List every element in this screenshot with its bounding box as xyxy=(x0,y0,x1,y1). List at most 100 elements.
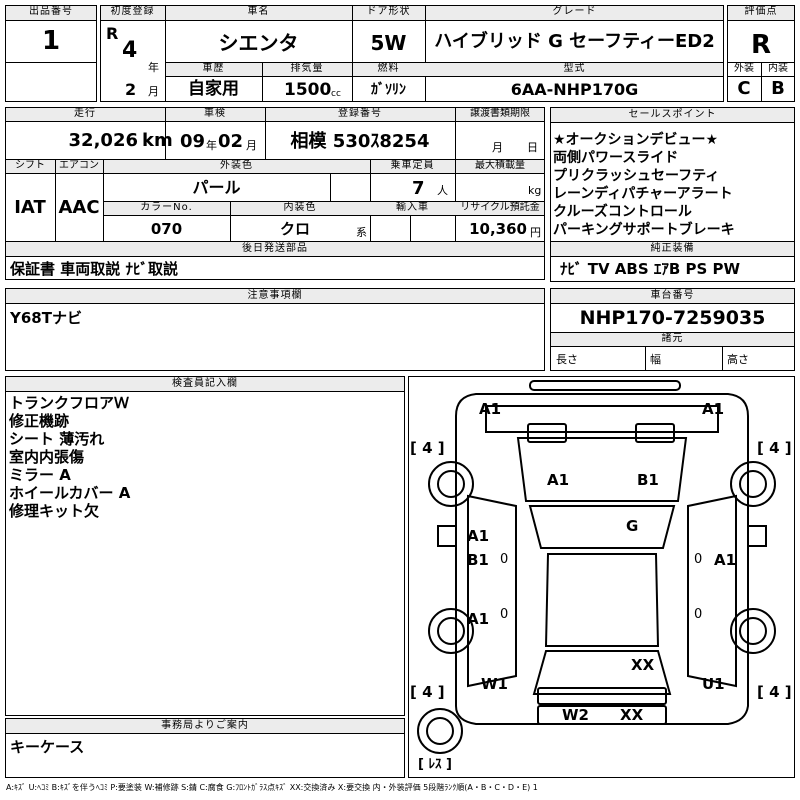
wheel-rl xyxy=(428,608,474,654)
interior-label: 内装 xyxy=(768,63,788,74)
plate-label: 登録番号 xyxy=(338,108,382,119)
spare-wheel xyxy=(417,708,463,754)
sales-point-item: 両側パワースライド xyxy=(553,150,679,166)
inspector-line: シート 薄汚れ xyxy=(9,430,105,448)
inspector-box xyxy=(5,376,405,716)
inspection-label: 車検 xyxy=(204,108,226,119)
rear-bumper-shape xyxy=(537,705,667,725)
color-no-label: カラーNo. xyxy=(140,202,193,213)
office-label: 事務局よりご案内 xyxy=(161,720,249,731)
import-label: 輸入車 xyxy=(396,202,429,213)
spare-tire: [ ﾚｽ ] xyxy=(418,757,452,772)
inspector-line: 修正機跡 xyxy=(9,412,70,430)
front-bumper-shape xyxy=(529,380,681,391)
sales-point-item: クルーズコントロール xyxy=(553,204,692,220)
shift-value: IAT xyxy=(14,197,46,218)
chassis-value: NHP170-7259035 xyxy=(579,307,766,329)
transfer-label: 譲渡書類期限 xyxy=(470,108,530,119)
tire-rear-right: [ 4 ] xyxy=(757,683,792,701)
vehicle-header-box xyxy=(100,5,724,102)
mark-front-left: A1 xyxy=(479,400,502,418)
mark-left-lower: A1 xyxy=(467,610,490,628)
ext-color-label: 外装色 xyxy=(220,160,253,171)
inspection-month-unit: 月 xyxy=(246,139,257,152)
genuine-value: ﾅﾋﾞ TV ABS ｴｱB PS PW xyxy=(560,260,741,278)
mark-rear-left: W1 xyxy=(481,675,508,693)
ext-color-value: パール xyxy=(192,178,241,197)
wheel-fr xyxy=(730,461,776,507)
windshield-shape xyxy=(528,505,676,549)
recycle-value: 10,360 xyxy=(469,220,527,238)
mileage-value: 32,026 xyxy=(68,130,138,151)
office-box xyxy=(5,718,405,778)
vehicle-info-box xyxy=(5,107,545,280)
tire-front-left: [ 4 ] xyxy=(410,439,445,457)
shift-label: シフト xyxy=(15,160,45,171)
score-label: 評価点 xyxy=(744,6,778,17)
followup-label: 後日発送部品 xyxy=(242,243,308,254)
aircon-value: AAC xyxy=(58,197,100,218)
inspection-year-unit: 年 xyxy=(206,139,217,152)
width-label: 幅 xyxy=(650,353,661,366)
year-value: 4 xyxy=(122,38,138,63)
mark-left-upper: A1 xyxy=(467,527,490,545)
recycle-unit: 円 xyxy=(530,226,541,239)
mark-bumper-right: XX xyxy=(620,706,644,724)
door-value: 5W xyxy=(370,31,407,55)
mark-bumper-left: W2 xyxy=(562,706,589,724)
mark-hood-left: A1 xyxy=(547,471,570,489)
mark-front-right: A1 xyxy=(702,400,725,418)
car-diagram-box xyxy=(408,376,795,778)
mark-hood-right: B1 xyxy=(637,471,659,489)
sales-point-label: セールスポイント xyxy=(628,109,717,120)
lot-number-label: 出品番号 xyxy=(29,6,73,17)
mark-rear-right: U1 xyxy=(702,675,725,693)
history-value: 自家用 xyxy=(188,79,239,99)
dims-label: 諸元 xyxy=(661,333,684,344)
chassis-label: 車台番号 xyxy=(650,290,695,301)
transfer-day-unit: 日 xyxy=(527,141,538,154)
history-label: 車歴 xyxy=(202,63,225,74)
exterior-value: C xyxy=(737,78,751,99)
followup-value: 保証書 車両取説 ﾅﾋﾞ取説 xyxy=(10,260,178,278)
mark-small: 0 xyxy=(694,552,703,567)
tire-front-right: [ 4 ] xyxy=(757,439,792,457)
interior-value: B xyxy=(771,78,785,99)
inspector-line: トランクフロアＷ xyxy=(9,394,130,412)
notes-value: Y68Tナビ xyxy=(10,309,82,327)
chassis-box xyxy=(550,288,795,371)
inspector-line: 修理キット欠 xyxy=(9,502,100,520)
mark-small: 0 xyxy=(694,607,703,622)
car-name-value: シエンタ xyxy=(218,31,299,55)
capacity-label: 乗車定員 xyxy=(390,160,435,171)
month-unit: 月 xyxy=(148,85,159,98)
fuel-label: 燃料 xyxy=(377,63,400,74)
displacement-unit: cc xyxy=(331,89,341,99)
fuel-value: ｶﾞｿﾘﾝ xyxy=(371,82,406,98)
capacity-value: 7 xyxy=(412,178,425,199)
capacity-unit: 人 xyxy=(437,184,448,197)
wheel-rr xyxy=(730,608,776,654)
inspector-line: ミラー A xyxy=(9,466,71,484)
mark-small: 0 xyxy=(500,607,509,622)
lot-number-box xyxy=(5,5,97,102)
genuine-label: 純正装備 xyxy=(650,243,695,254)
length-label: 長さ xyxy=(556,353,578,366)
grade-label: グレード xyxy=(552,6,597,17)
plate-value: 相模 530ｽ8254 xyxy=(290,131,430,152)
inspector-line: ホイールカバー A xyxy=(9,484,131,502)
roof-shape xyxy=(544,553,660,647)
mileage-unit: km xyxy=(142,130,173,151)
grade-value: ハイブリッド G セーフティーED2 xyxy=(434,31,715,52)
sales-point-box xyxy=(550,107,795,282)
displacement-value: 1500 xyxy=(284,80,332,100)
mark-right-mid: A1 xyxy=(714,551,737,569)
wheel-fl xyxy=(428,461,474,507)
mark-small: 0 xyxy=(500,552,509,567)
model-label: 型式 xyxy=(563,63,586,74)
door-label: ドア形状 xyxy=(366,6,411,17)
month-value: 2 xyxy=(125,80,137,99)
recycle-label: リサイクル預託金 xyxy=(460,202,540,213)
mark-left-mid: B1 xyxy=(467,551,489,569)
int-color-label: 内装色 xyxy=(283,202,317,213)
